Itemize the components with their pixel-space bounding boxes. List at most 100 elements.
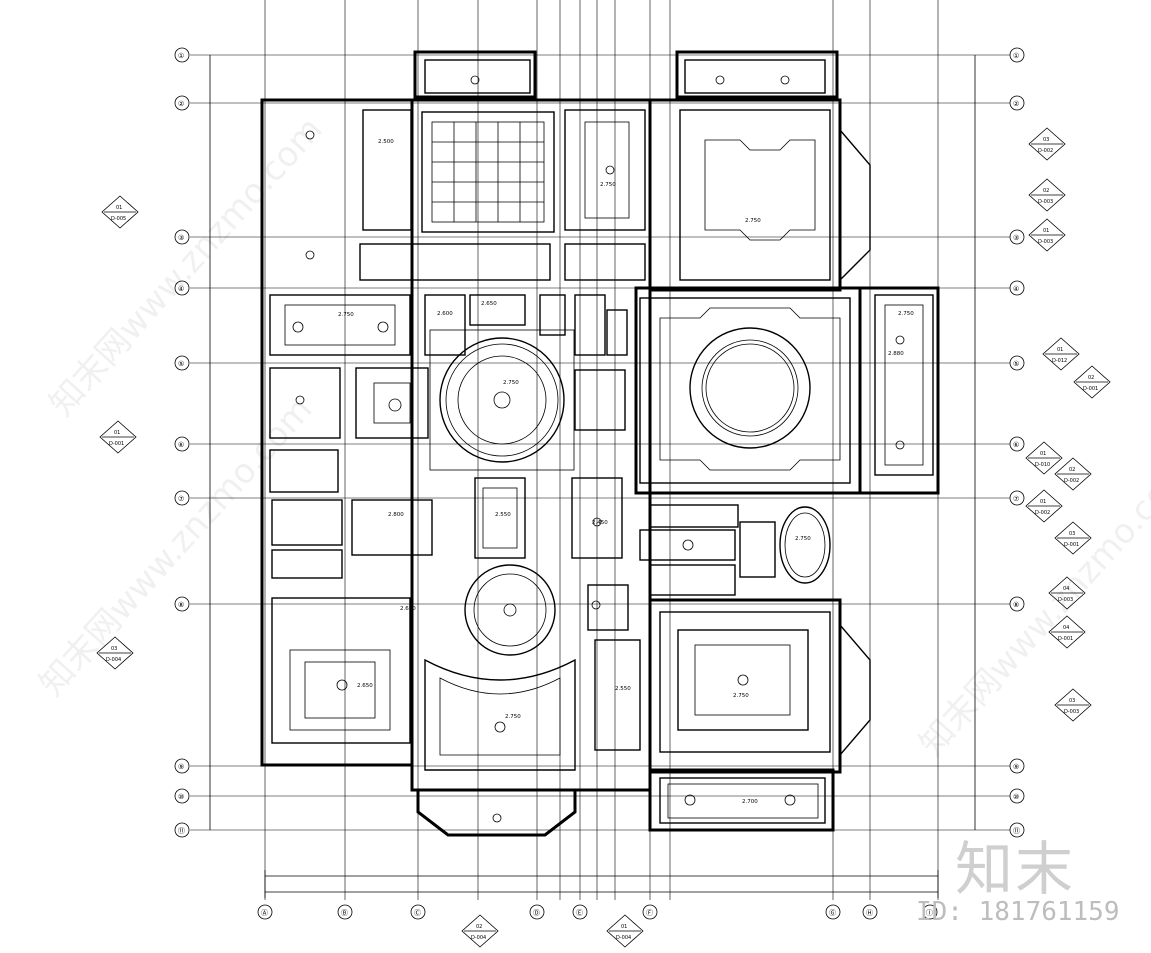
svg-text:D-004: D-004 (471, 935, 486, 941)
svg-text:2.650: 2.650 (400, 606, 416, 612)
svg-text:D-001: D-001 (1083, 386, 1098, 392)
svg-text:D-002: D-002 (1064, 478, 1079, 484)
svg-text:D-005: D-005 (111, 216, 126, 222)
svg-text:01: 01 (621, 924, 627, 930)
section-marker: 02 D-001 (1073, 365, 1111, 399)
svg-text:D-010: D-010 (1035, 462, 1050, 468)
svg-text:D-002: D-002 (1035, 510, 1050, 516)
svg-text:03: 03 (1069, 531, 1075, 537)
axis-bubble-label: Ⓒ (414, 909, 421, 917)
svg-text:D-003: D-003 (1058, 597, 1073, 603)
svg-text:2.750: 2.750 (733, 693, 749, 699)
interior-rooms (269, 59, 934, 824)
section-marker: 02 D-003 (1028, 178, 1066, 212)
section-marker: 01 D-004 (606, 914, 644, 948)
svg-text:2.450: 2.450 (592, 520, 608, 526)
axis-bubble-label: Ⓑ (341, 909, 348, 917)
section-marker: 01 D-010 (1025, 441, 1063, 475)
svg-text:D-003: D-003 (1064, 709, 1079, 715)
svg-text:03: 03 (1043, 137, 1049, 143)
bottom-axis-bubbles: Ⓐ Ⓑ Ⓒ Ⓓ Ⓔ Ⓕ Ⓖ Ⓗ Ⓘ (257, 904, 938, 920)
site-logo: 知末 (955, 835, 1076, 903)
axis-bubble-label: ② (178, 100, 184, 108)
svg-text:2.750: 2.750 (795, 536, 811, 542)
svg-text:2.650: 2.650 (357, 683, 373, 689)
svg-text:01: 01 (116, 205, 122, 211)
top-axis-bubbles: ① ② ③ ④ ⑤ ⑥ ⑦ ⑧ ⑨ ⑩ ⑪ (174, 47, 190, 838)
section-marker: 01 D-001 (99, 420, 137, 454)
svg-text:01: 01 (1043, 228, 1049, 234)
axis-bubble-label: ⑤ (1013, 360, 1019, 368)
svg-text:02: 02 (476, 924, 482, 930)
section-marker: 01 D-005 (101, 195, 139, 229)
svg-text:2.750: 2.750 (745, 218, 761, 224)
svg-text:D-004: D-004 (616, 935, 631, 941)
axis-bubble-label: ⑦ (178, 495, 184, 503)
coffer-grid (432, 122, 544, 222)
svg-text:2.600: 2.600 (437, 311, 453, 317)
svg-text:D-001: D-001 (109, 441, 124, 447)
section-marker: 01 D-012 (1042, 337, 1080, 371)
axis-bubble-label: ② (1013, 100, 1019, 108)
axis-bubble-label: Ⓓ (533, 909, 540, 917)
svg-text:2.500: 2.500 (378, 139, 394, 145)
axis-bubble-label: Ⓘ (926, 909, 933, 917)
axis-bubble-label: Ⓗ (866, 909, 873, 917)
section-marker: 02 D-004 (461, 914, 499, 948)
svg-text:2.700: 2.700 (742, 799, 758, 805)
axis-bubble-label: ① (1013, 52, 1019, 60)
axis-bubble-label: ⑩ (178, 793, 184, 801)
svg-text:D-003: D-003 (1038, 199, 1053, 205)
svg-text:2.800: 2.800 (388, 512, 404, 518)
ceiling-height-labels: 2.750 2.750 2.750 2.750 2.750 2.700 2.50… (338, 139, 914, 805)
axis-bubble-label: Ⓐ (261, 909, 268, 917)
svg-text:2.750: 2.750 (503, 380, 519, 386)
svg-text:04: 04 (1063, 586, 1069, 592)
svg-text:2.750: 2.750 (505, 714, 521, 720)
svg-text:D-001: D-001 (1064, 542, 1079, 548)
axis-bubble-label: ⑨ (1013, 763, 1019, 771)
svg-text:02: 02 (1088, 375, 1094, 381)
svg-text:02: 02 (1043, 188, 1049, 194)
section-marker: 01 D-002 (1025, 489, 1063, 523)
exterior-walls (260, 50, 940, 837)
svg-text:D-001: D-001 (1058, 636, 1073, 642)
image-id-label: ID: 181761159 (916, 897, 1120, 927)
axis-bubble-label: ⑨ (178, 763, 184, 771)
svg-text:D-004: D-004 (106, 657, 121, 663)
axis-bubble-label: Ⓔ (576, 909, 583, 917)
svg-text:D-003: D-003 (1038, 239, 1053, 245)
svg-text:2.550: 2.550 (495, 512, 511, 518)
section-marker: 03 D-002 (1028, 127, 1066, 161)
section-marker: 03 D-004 (96, 636, 134, 670)
axis-bubble-label: ⑪ (178, 827, 185, 835)
horizontal-grid-lines (190, 54, 1010, 831)
axis-bubble-label: ⑥ (1013, 441, 1019, 449)
svg-text:2.880: 2.880 (888, 351, 904, 357)
axis-bubble-label: ⑦ (1013, 495, 1019, 503)
right-axis-bubbles: ① ② ③ ④ ⑤ ⑥ ⑦ ⑧ ⑨ ⑩ ⑪ (1009, 47, 1025, 838)
section-marker: 03 D-003 (1054, 688, 1092, 722)
section-markers: 01 D-005 01 D-001 03 D-004 02 D-004 01 D… (96, 127, 1111, 948)
section-marker: 04 D-001 (1048, 615, 1086, 649)
svg-text:02: 02 (1069, 467, 1075, 473)
dimension-lines (209, 55, 976, 898)
section-marker: 02 D-002 (1054, 457, 1092, 491)
svg-text:2.750: 2.750 (898, 311, 914, 317)
svg-text:2.750: 2.750 (338, 312, 354, 318)
axis-bubble-label: ④ (178, 285, 184, 293)
svg-text:2.550: 2.550 (615, 686, 631, 692)
svg-text:D-002: D-002 (1038, 148, 1053, 154)
section-marker: 04 D-003 (1048, 576, 1086, 610)
axis-bubble-label: Ⓖ (829, 909, 836, 917)
svg-text:2.650: 2.650 (481, 301, 497, 307)
axis-bubble-label: ⑩ (1013, 793, 1019, 801)
axis-bubble-label: ④ (1013, 285, 1019, 293)
axis-bubble-label: ③ (1013, 234, 1019, 242)
axis-bubble-label: Ⓕ (646, 909, 653, 917)
svg-text:01: 01 (1040, 499, 1046, 505)
axis-bubble-label: ① (178, 52, 184, 60)
svg-text:01: 01 (1040, 451, 1046, 457)
svg-text:01: 01 (1057, 347, 1063, 353)
